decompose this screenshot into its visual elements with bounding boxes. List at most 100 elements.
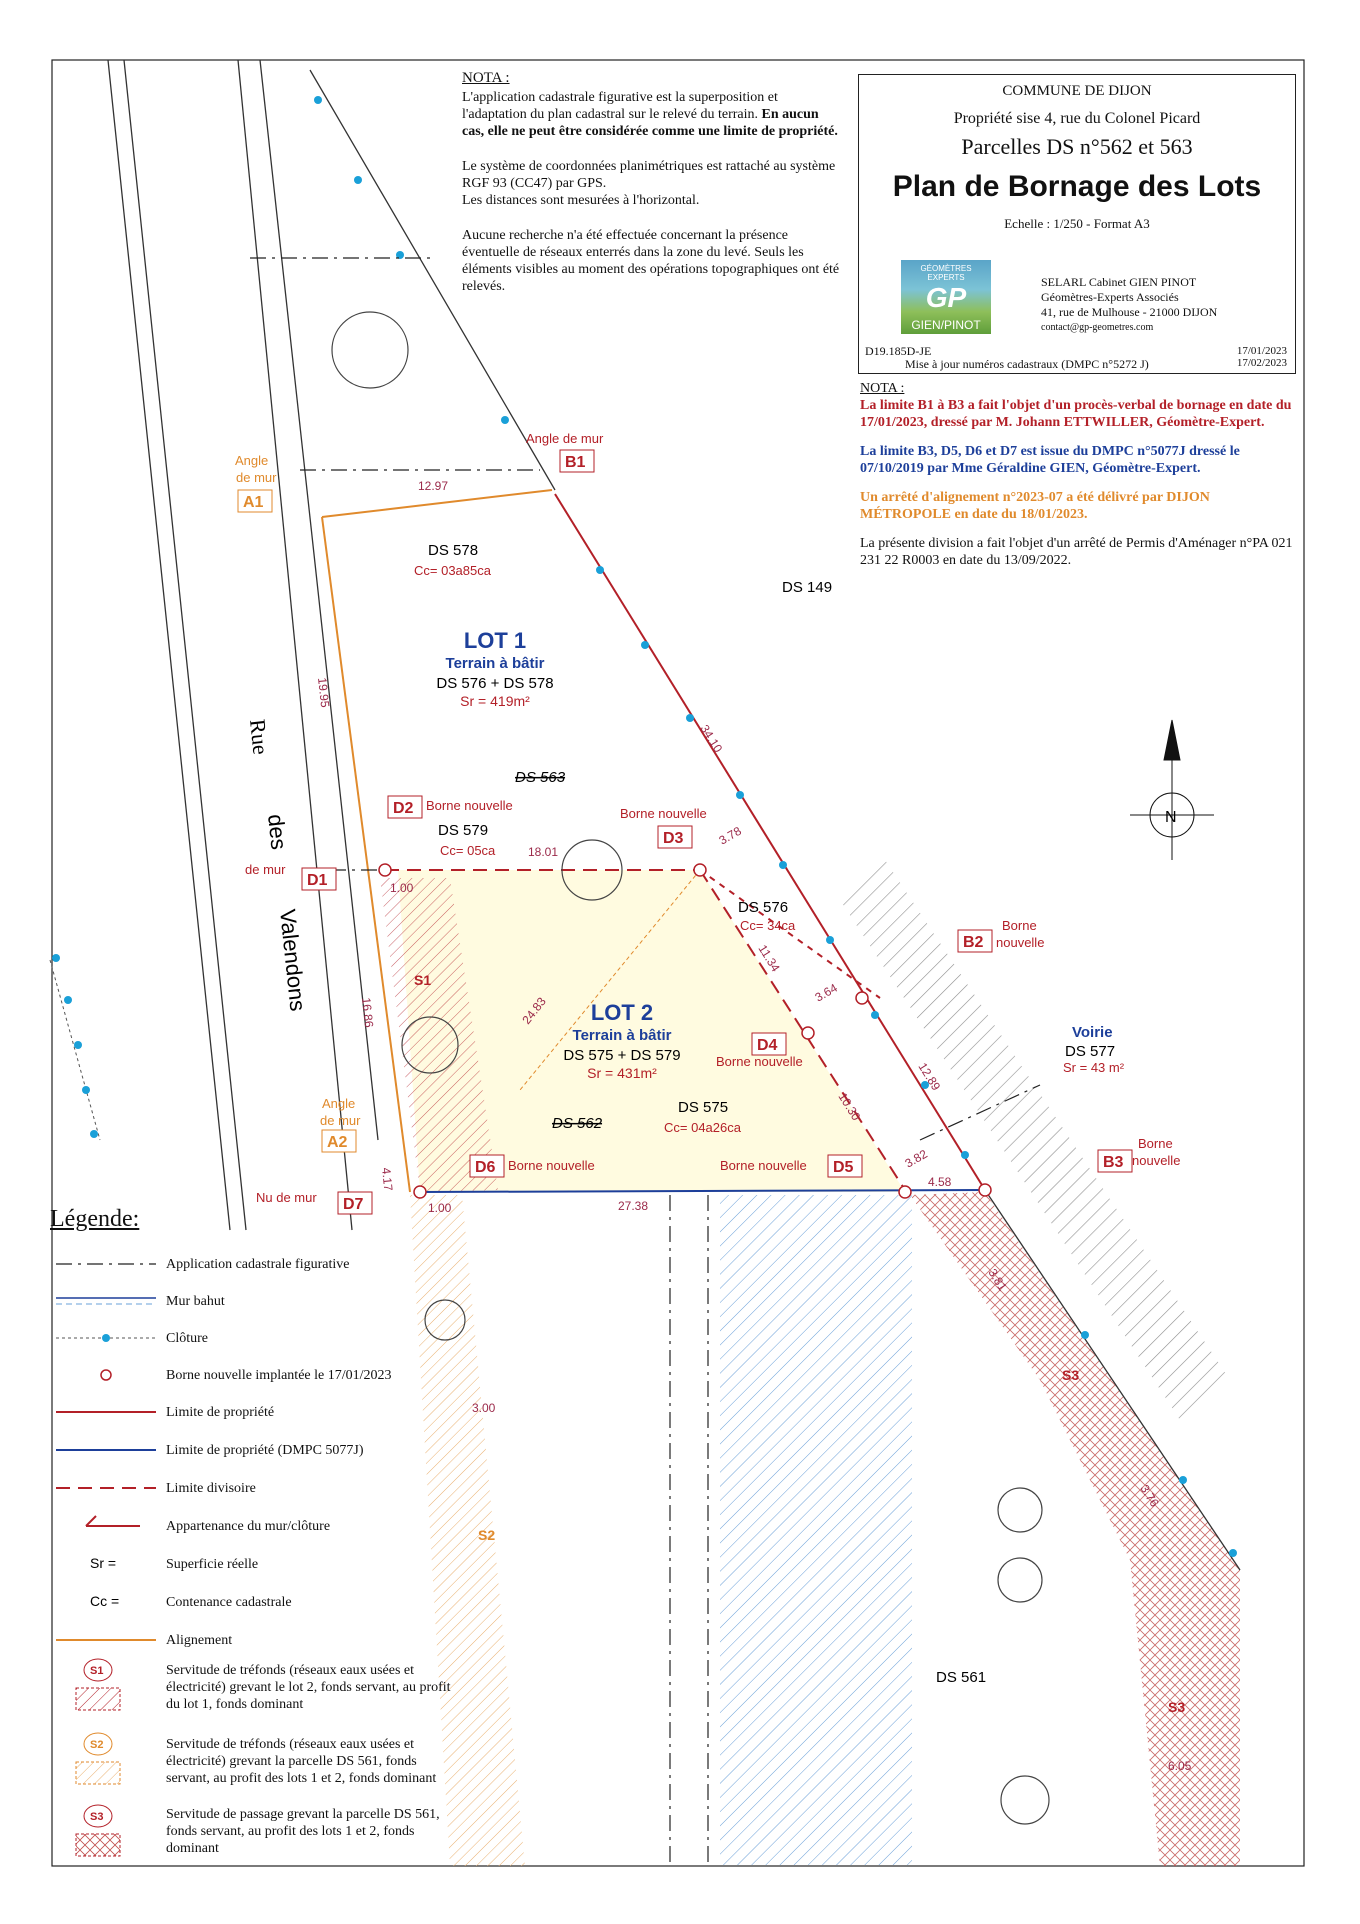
b1-angle-label: Angle de mur <box>526 431 604 446</box>
alignment-line-v <box>321 516 411 1193</box>
ds575-label: DS 575 <box>678 1099 728 1116</box>
ds563-label: DS 563 <box>515 769 566 786</box>
fence-dots-red <box>596 566 969 1159</box>
legend-item-limite: Limite de propriété <box>166 1405 275 1420</box>
servitude-labels: S1 S2 S3 S3 <box>414 972 1185 1715</box>
nota-p1: L'application cadastrale figurative est … <box>462 89 842 140</box>
title-block: COMMUNE DE DIJON Propriété sise 4, rue d… <box>858 74 1296 374</box>
s3-map-label-2: S3 <box>1168 1699 1185 1715</box>
legend-sr-symbol: Sr = <box>90 1555 116 1571</box>
a2-demur-label: de mur <box>320 1113 361 1128</box>
point-b1: B1 <box>565 454 586 471</box>
dim-3410: 34.10 <box>697 722 725 755</box>
logo-top-text: GÉOMÈTRES EXPERTS <box>920 264 972 282</box>
fence-left <box>49 954 101 1141</box>
s1-hatch <box>380 878 498 1192</box>
cc578-label: Cc= 03a85ca <box>414 563 492 578</box>
legend-item-cadastral: Application cadastrale figurative <box>166 1257 350 1272</box>
lot1-parcels: DS 576 + DS 578 <box>436 675 553 692</box>
legend-item-alignement: Alignement <box>166 1633 233 1648</box>
nota-p2: Le système de coordonnées planimétriques… <box>462 158 842 209</box>
s1-map-label: S1 <box>414 972 431 988</box>
point-b3: B3 <box>1103 1154 1124 1171</box>
point-d7: D7 <box>343 1196 364 1213</box>
reference: D19.185D-JE Mise à jour numéros cadastra… <box>865 345 1149 371</box>
point-a2: A2 <box>327 1134 348 1151</box>
b3-borne-label: Borne <box>1138 1136 1173 1151</box>
a2-angle-label: Angle <box>322 1096 355 1111</box>
ref-code: D19.185D-JE <box>865 344 932 358</box>
d3-borne-label: Borne nouvelle <box>620 806 707 821</box>
dim-364: 3.64 <box>813 981 841 1005</box>
a1-angle-label: Angle <box>235 453 268 468</box>
legend-s-labels: S1 S2 S3 <box>90 1665 103 1823</box>
fence-diagonal <box>309 69 556 491</box>
legend-s2-badge: S2 <box>90 1739 103 1751</box>
nota2-title: NOTA : <box>860 381 905 396</box>
dim-300: 3.00 <box>472 1401 496 1415</box>
nota-p2-text: Le système de coordonnées planimétriques… <box>462 159 836 191</box>
nota2-blue: La limite B3, D5, D6 et D7 est issue du … <box>860 444 1240 476</box>
legend-item-s1: Servitude de tréfonds (réseaux eaux usée… <box>166 1663 451 1712</box>
orange-point-labels: A1 A2 <box>237 489 357 1153</box>
ds576-label: DS 576 <box>738 899 788 916</box>
legend-item-cloture: Clôture <box>166 1331 208 1346</box>
nota-title: NOTA : <box>462 70 510 86</box>
legend-item-mur-bahut: Mur bahut <box>166 1294 225 1309</box>
fence-lower-right <box>984 1189 1241 1571</box>
ds577-label: DS 577 <box>1065 1043 1115 1060</box>
dim-1289: 12.89 <box>915 1060 943 1093</box>
dim-382: 3.82 <box>903 1147 931 1171</box>
point-d1: D1 <box>307 872 328 889</box>
point-d5: D5 <box>833 1159 854 1176</box>
point-d6: D6 <box>475 1159 496 1176</box>
dim-1995: 19.95 <box>315 677 332 709</box>
cc579-label: Cc= 05ca <box>440 843 496 858</box>
lot1-title: LOT 1 <box>464 628 526 653</box>
b2-nouvelle-label: nouvelle <box>996 935 1044 950</box>
firm-logo: GÉOMÈTRES EXPERTS GP GIEN/PINOT <box>901 260 991 334</box>
legend-s3-badge: S3 <box>90 1811 103 1823</box>
ds561-label: DS 561 <box>936 1669 986 1686</box>
north-label: N <box>1165 809 1177 826</box>
nota2-orange: Un arrêté d'alignement n°2023-07 a été d… <box>860 490 1210 522</box>
cc576-label: Cc= 34ca <box>740 918 796 933</box>
limit-dmpc <box>419 1189 986 1193</box>
street-name-1: Rue <box>245 718 274 756</box>
legend-item-cc: Contenance cadastrale <box>166 1595 292 1610</box>
d6-borne-label: Borne nouvelle <box>508 1158 595 1173</box>
markers <box>378 863 992 1199</box>
ds561-hatch <box>720 1195 912 1865</box>
legend-item-s2: Servitude de tréfonds (réseaux eaux usée… <box>166 1737 437 1786</box>
d1-demur-label: de mur <box>245 862 286 877</box>
sr577-label: Sr = 43 m² <box>1063 1060 1125 1075</box>
s2-map-label: S2 <box>478 1527 495 1543</box>
street-name-3: Valendons <box>275 908 311 1012</box>
nota-p1-normal: L'application cadastrale figurative est … <box>462 90 778 122</box>
dim-1297: 12.97 <box>418 479 448 493</box>
nota-p3: Aucune recherche n'a été effectuée conce… <box>462 228 840 294</box>
lot1-sr: Sr = 419m² <box>460 693 530 709</box>
b3-nouvelle-label: nouvelle <box>1132 1153 1180 1168</box>
parcelles: Parcelles DS n°562 et 563 <box>961 134 1193 159</box>
nota-limits: NOTA : La limite B1 à B3 a fait l'objet … <box>860 380 1300 581</box>
annotations: Angle de mur Borne nouvelle Borne nouvel… <box>245 431 1180 1205</box>
dim-1801: 18.01 <box>528 845 558 859</box>
legend-item-limite-dmpc: Limite de propriété (DMPC 5077J) <box>166 1443 364 1458</box>
nota-p1-bold: En aucun cas, elle ne peut être considér… <box>462 107 838 139</box>
division-lines <box>385 869 906 1191</box>
date-2: 17/02/2023 <box>1236 357 1287 369</box>
ds578-label: DS 578 <box>428 542 478 559</box>
dim-378: 3.78 <box>717 824 745 848</box>
lot2-fill <box>398 870 905 1192</box>
legend-item-divisoire: Limite divisoire <box>166 1481 256 1496</box>
point-b2: B2 <box>963 934 984 951</box>
dim-417: 4.17 <box>379 1167 395 1192</box>
ds562-label: DS 562 <box>552 1115 603 1132</box>
legend-item-appartenance: Appartenance du mur/clôture <box>166 1519 331 1534</box>
legend-item-sr: Superficie réelle <box>166 1557 259 1572</box>
date-1: 17/01/2023 <box>1236 345 1287 357</box>
legend-symbols <box>56 1263 156 1857</box>
lot2-sr: Sr = 431m² <box>587 1065 657 1081</box>
